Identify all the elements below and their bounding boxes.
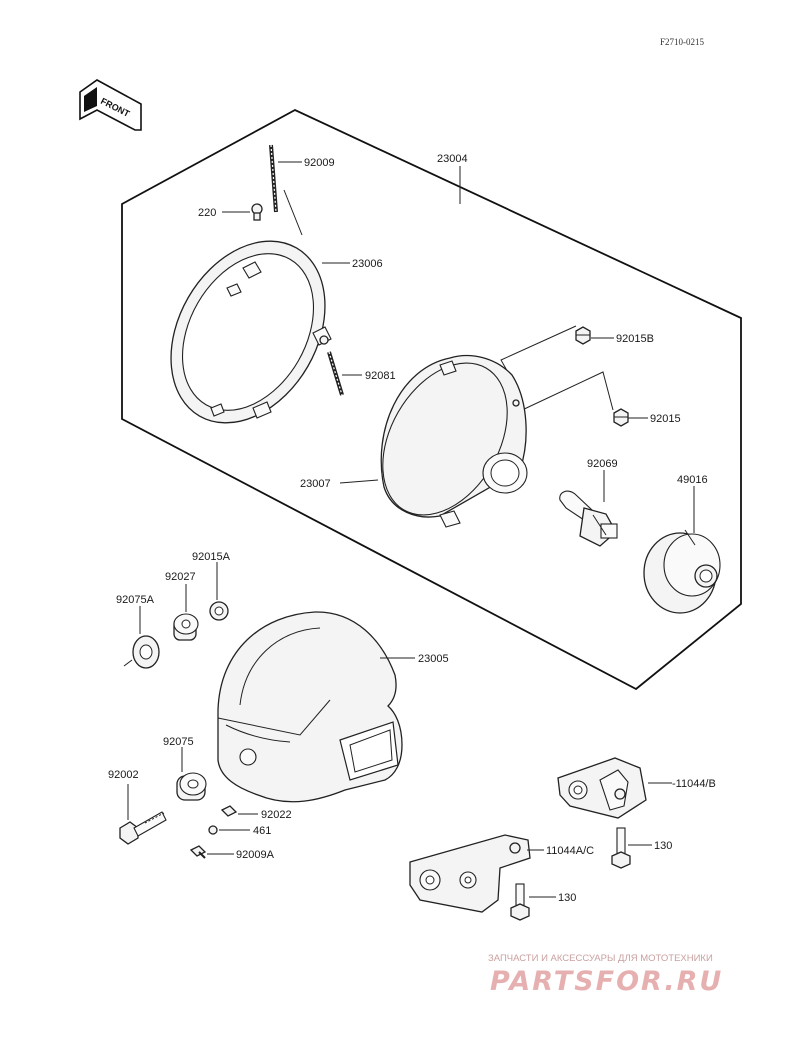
- bolt-92002: [119, 811, 167, 845]
- reflector-unit-23007: [380, 355, 528, 528]
- part-label-92015A: 92015A: [192, 551, 231, 563]
- part-label-49016: 49016: [677, 474, 708, 486]
- part-label-130-upper: 130: [654, 840, 672, 852]
- part-label-92027: 92027: [165, 571, 196, 583]
- diagram-code: F2710-0215: [660, 37, 705, 47]
- part-label-23007: 23007: [300, 478, 331, 490]
- watermark-caption: ЗАПЧАСТИ И АКСЕССУАРЫ ДЛЯ МОТОТЕХНИКИ: [488, 953, 713, 964]
- part-label-11044B: -11044/B: [672, 778, 716, 790]
- watermark-logo: PARTSFOR.RU: [490, 966, 723, 997]
- adjusting-screw-92009: [269, 144, 278, 213]
- watermark: ЗАПЧАСТИ И АКСЕССУАРЫ ДЛЯ МОТОТЕХНИКИ PA…: [488, 953, 723, 997]
- part-label-92015B: 92015B: [616, 333, 654, 345]
- nut-92015A: [209, 601, 229, 621]
- headlight-assembly-box: [121, 108, 742, 691]
- part-label-23006: 23006: [352, 258, 383, 270]
- spring-92081: [327, 351, 344, 396]
- dust-cover-49016: [643, 529, 721, 614]
- part-label-92069: 92069: [587, 458, 618, 470]
- screw-220: [251, 203, 263, 221]
- nut-92015: [613, 408, 629, 427]
- bolt-130-lower: [510, 883, 530, 921]
- nut-461: [208, 825, 218, 835]
- damper-92075A: [132, 635, 160, 669]
- bulb-92069: [559, 490, 618, 547]
- part-label-92009-top: 92009: [304, 157, 335, 169]
- bracket-11044B: [557, 757, 647, 819]
- assembly-label: 23004: [437, 153, 468, 165]
- part-label-92015: 92015: [650, 413, 681, 425]
- part-label-130-lower: 130: [558, 892, 576, 904]
- bolt-130-upper: [611, 827, 631, 869]
- part-label-92075A: 92075A: [116, 594, 155, 606]
- front-direction-arrow: FRONT: [79, 79, 142, 131]
- part-label-11044AC: 11044A/C: [546, 845, 594, 857]
- part-label-92002: 92002: [108, 769, 139, 781]
- part-label-461: 461: [253, 825, 271, 837]
- collar-92027: [173, 613, 199, 641]
- part-label-23005: 23005: [418, 653, 449, 665]
- part-label-92009A: 92009A: [236, 849, 275, 861]
- part-label-92075: 92075: [163, 736, 194, 748]
- headlight-housing-23005: [217, 611, 403, 803]
- bracket-11044AC: [409, 834, 531, 913]
- part-label-220: 220: [198, 207, 216, 219]
- part-label-92022: 92022: [261, 809, 292, 821]
- headlight-rim-23006: [170, 240, 332, 424]
- part-label-92081: 92081: [365, 370, 396, 382]
- screw-92009A: [189, 845, 207, 859]
- washer-92022: [220, 805, 238, 817]
- nut-92015B: [575, 326, 591, 345]
- damper-92075: [176, 772, 207, 801]
